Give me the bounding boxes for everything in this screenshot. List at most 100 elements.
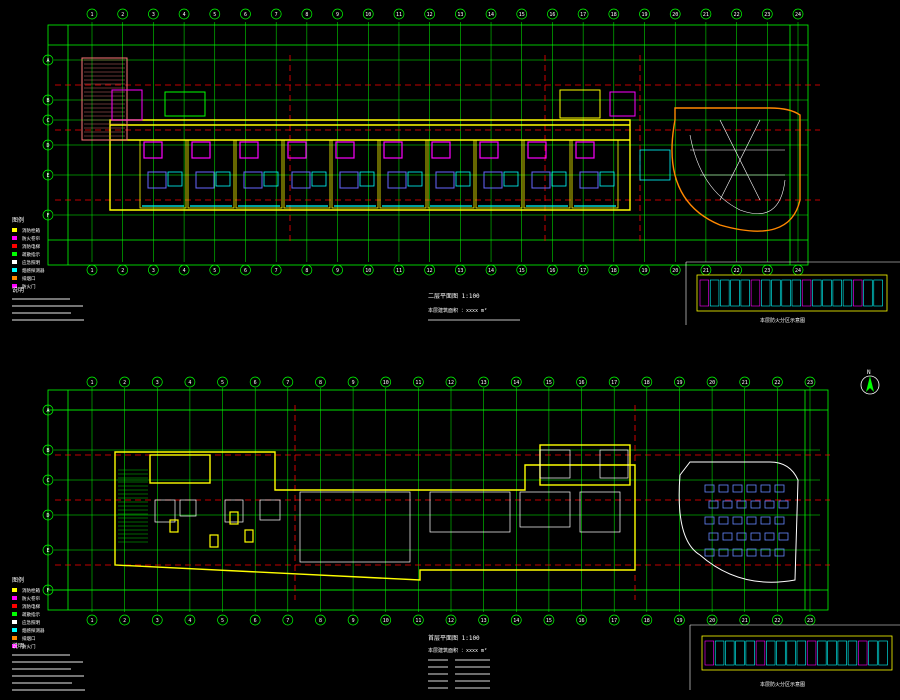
grid-bubble-label: 15	[519, 12, 525, 18]
legend-label: 防火门	[22, 283, 36, 290]
grid-bubble-label: 19	[642, 12, 648, 18]
grid-bubble	[42, 209, 54, 221]
grid-bubble	[641, 614, 653, 626]
legend-label: 疏散指示	[22, 251, 40, 258]
room	[519, 491, 571, 528]
grid-bubble-label: 6	[244, 12, 247, 18]
grid-bubble	[413, 376, 424, 388]
grid-bubble-label: 3	[152, 268, 155, 274]
grid-bubble-label: 11	[396, 12, 402, 18]
key-cell	[853, 279, 863, 307]
upper-grid-bubbles: 1122334455667788991010111112121313141415…	[42, 8, 804, 276]
grid-bubble-label: 14	[488, 12, 494, 18]
desk	[599, 171, 615, 187]
lower-stair-hatch	[118, 469, 148, 543]
grid-bubble-label: 6	[244, 268, 247, 274]
grid-bubble-label: 19	[676, 618, 682, 624]
grid-bubble	[772, 376, 783, 388]
grid-bubble-label: 14	[513, 618, 519, 624]
upper-title-text: 二层平面图 1:100	[428, 293, 480, 300]
grid-bubble	[731, 8, 742, 20]
grid-bubble-label: 15	[546, 618, 552, 624]
legend-swatch	[12, 604, 17, 608]
dining-table	[746, 548, 757, 557]
grid-bubble-label: 1	[90, 268, 93, 274]
lower-key-plan[interactable]: 本层防火分区示意图	[689, 624, 900, 690]
upper-room-units	[111, 89, 671, 209]
grid-bubble	[576, 614, 587, 626]
bed	[387, 171, 407, 189]
grid-bubble	[543, 614, 555, 626]
grid-bubble	[543, 376, 555, 388]
key-cell	[745, 640, 755, 666]
grid-bubble-label: 20	[672, 268, 678, 274]
bed	[147, 171, 167, 189]
grid-bubble-label: 2	[123, 380, 126, 386]
grid-bubble	[761, 8, 773, 20]
room	[259, 499, 281, 521]
grid-bubble	[362, 8, 374, 20]
upper-key-plan[interactable]: 本层防火分区示意图	[685, 261, 900, 325]
grid-bubble-label: F	[46, 588, 49, 594]
grid-bubble-label: 21	[742, 380, 748, 386]
legend-label: 烟感探测器	[22, 627, 45, 634]
key-cell	[801, 279, 812, 307]
room	[154, 499, 176, 523]
grid-bubble	[510, 614, 522, 626]
key-cell	[771, 279, 781, 307]
stair-core	[559, 89, 601, 119]
legend-label: 消防电梯	[22, 243, 40, 250]
dining-table	[704, 516, 715, 525]
grid-bubble-label: 11	[415, 618, 421, 624]
upper-stair-hatch	[84, 59, 125, 137]
upper-key-plan-label: 本层防火分区示意图	[760, 317, 805, 324]
key-cell	[796, 640, 807, 666]
grid-bubble	[454, 8, 466, 20]
dining-table	[750, 532, 761, 541]
grid-bubble-label: E	[46, 548, 49, 554]
dining-table	[774, 516, 785, 525]
dining-table	[718, 548, 729, 557]
grid-bubble-label: 17	[611, 618, 617, 624]
legend-label: 烟感探测器	[22, 267, 45, 274]
legend-swatch	[12, 236, 17, 240]
grid-bubble	[42, 544, 54, 556]
key-cell	[863, 279, 873, 307]
grid-bubble-label: 9	[336, 268, 339, 274]
grid-bubble-label: 8	[305, 268, 308, 274]
grid-bubble-label: 4	[188, 618, 191, 624]
grid-bubble	[608, 264, 620, 276]
legend-label: 防火卷帘	[22, 595, 40, 602]
grid-bubble-label: 18	[611, 12, 617, 18]
grid-bubble	[608, 376, 620, 388]
grid-bubble-label: 17	[580, 12, 586, 18]
grid-bubble-label: 14	[513, 380, 519, 386]
grid-bubble-label: C	[46, 118, 49, 124]
bathroom	[287, 141, 307, 159]
legend-swatch	[12, 284, 17, 288]
grid-bubble-label: 22	[734, 268, 740, 274]
desk	[215, 171, 231, 187]
room	[539, 449, 571, 479]
grid-bubble	[393, 264, 405, 276]
grid-bubble	[380, 614, 392, 626]
grid-bubble	[445, 376, 457, 388]
grid-bubble	[639, 264, 650, 276]
grid-bubble	[413, 614, 424, 626]
grid-bubble-label: 13	[457, 268, 463, 274]
upper-floor-plan: 1122334455667788991010111112121313141415…	[12, 8, 900, 325]
grid-bubble-label: 13	[481, 380, 487, 386]
legend-swatch	[12, 596, 17, 600]
grid-bubble	[86, 8, 98, 20]
room-unit	[283, 139, 331, 209]
desk	[551, 171, 567, 187]
lift-core	[609, 91, 636, 117]
grid-bubble-label: 2	[123, 618, 126, 624]
equipment	[244, 529, 254, 543]
grid-bubble-label: 23	[764, 268, 770, 274]
grid-bubble-label: 7	[275, 268, 278, 274]
grid-bubble	[347, 376, 359, 388]
grid-bubble	[674, 376, 685, 388]
grid-bubble	[674, 614, 685, 626]
